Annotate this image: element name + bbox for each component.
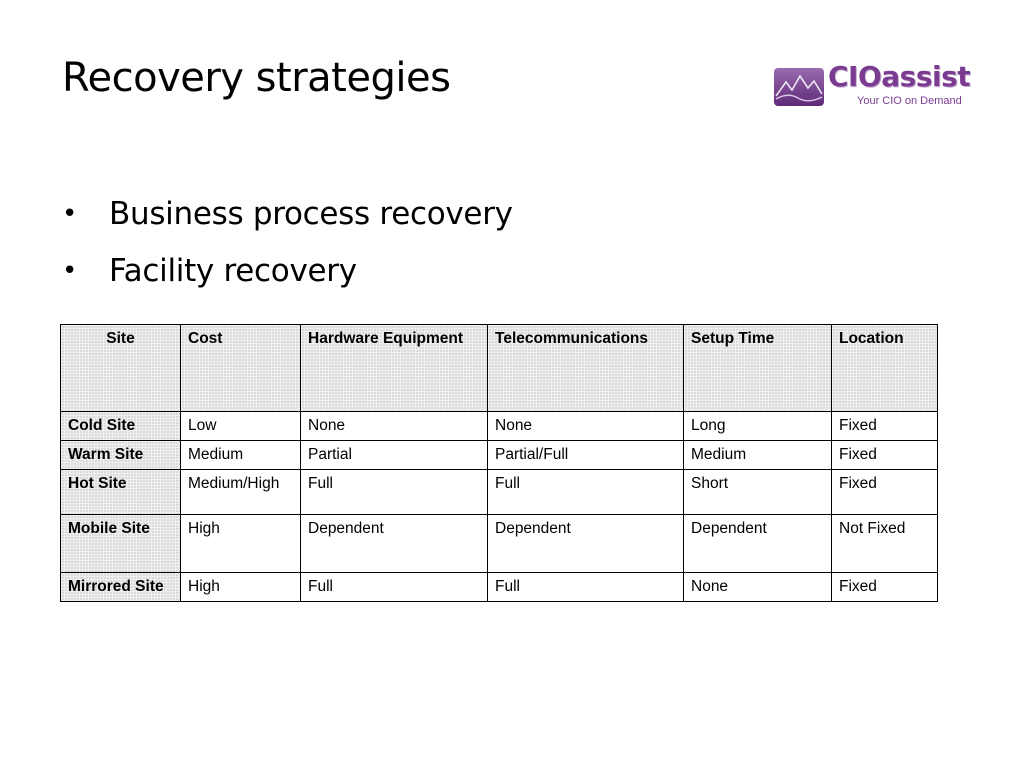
mountain-wave-logo-icon bbox=[774, 68, 824, 106]
bullet-dot-icon: • bbox=[62, 199, 78, 229]
bullet-dot-icon: • bbox=[62, 256, 78, 286]
logo-wordmark: CIOassist bbox=[828, 60, 971, 93]
table-cell: None bbox=[487, 411, 684, 441]
table-cell: Partial/Full bbox=[487, 440, 684, 470]
table-cell: Short bbox=[683, 469, 832, 515]
table-row: Hot Site Medium/High Full Full Short Fix… bbox=[60, 469, 938, 515]
slide-title: Recovery strategies bbox=[62, 55, 451, 101]
table-cell: Medium/High bbox=[180, 469, 301, 515]
table-cell: Fixed bbox=[831, 411, 938, 441]
column-header-site: Site bbox=[60, 324, 181, 412]
table-row: Warm Site Medium Partial Partial/Full Me… bbox=[60, 440, 938, 470]
table-cell: High bbox=[180, 514, 301, 573]
bullet-item: • Business process recovery bbox=[62, 186, 513, 243]
table-cell: Dependent bbox=[300, 514, 488, 573]
row-header-cell: Warm Site bbox=[60, 440, 181, 470]
row-header-cell: Mobile Site bbox=[60, 514, 181, 573]
column-header-cost: Cost bbox=[180, 324, 301, 412]
table-cell: Full bbox=[300, 469, 488, 515]
table-row: Mobile Site High Dependent Dependent Dep… bbox=[60, 514, 938, 573]
table-cell: Dependent bbox=[683, 514, 832, 573]
table-cell: Full bbox=[300, 572, 488, 602]
table-cell: Dependent bbox=[487, 514, 684, 573]
cioassist-logo: CIOassist Your CIO on Demand bbox=[774, 60, 996, 110]
table-cell: Not Fixed bbox=[831, 514, 938, 573]
table-cell: Fixed bbox=[831, 469, 938, 515]
bullet-text: Facility recovery bbox=[109, 253, 357, 289]
table-row: Mirrored Site High Full Full None Fixed bbox=[60, 572, 938, 602]
table-cell: None bbox=[300, 411, 488, 441]
recovery-sites-table: Site Cost Hardware Equipment Telecommuni… bbox=[60, 324, 938, 602]
table-cell: Full bbox=[487, 469, 684, 515]
logo-tagline: Your CIO on Demand bbox=[857, 95, 962, 107]
bullet-item: • Facility recovery bbox=[62, 243, 513, 300]
table-header-row: Site Cost Hardware Equipment Telecommuni… bbox=[60, 324, 938, 412]
table-cell: Full bbox=[487, 572, 684, 602]
table-cell: Fixed bbox=[831, 572, 938, 602]
column-header-location: Location bbox=[831, 324, 938, 412]
table-row: Cold Site Low None None Long Fixed bbox=[60, 411, 938, 441]
table-cell: Medium bbox=[683, 440, 832, 470]
row-header-cell: Mirrored Site bbox=[60, 572, 181, 602]
table-cell: Fixed bbox=[831, 440, 938, 470]
table-cell: Partial bbox=[300, 440, 488, 470]
bullet-list: • Business process recovery • Facility r… bbox=[62, 186, 513, 300]
column-header-hardware: Hardware Equipment bbox=[300, 324, 488, 412]
table-cell: None bbox=[683, 572, 832, 602]
table-cell: High bbox=[180, 572, 301, 602]
row-header-cell: Hot Site bbox=[60, 469, 181, 515]
table-cell: Low bbox=[180, 411, 301, 441]
table-cell: Long bbox=[683, 411, 832, 441]
row-header-cell: Cold Site bbox=[60, 411, 181, 441]
column-header-telecommunications: Telecommunications bbox=[487, 324, 684, 412]
table-cell: Medium bbox=[180, 440, 301, 470]
bullet-text: Business process recovery bbox=[109, 196, 513, 232]
column-header-setup-time: Setup Time bbox=[683, 324, 832, 412]
